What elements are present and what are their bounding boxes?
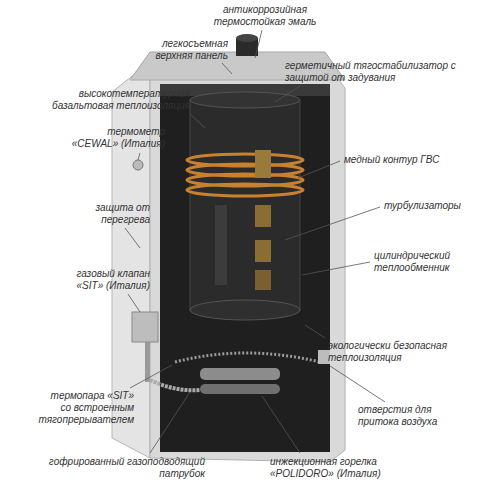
callout-label: отверстия для притока воздуха <box>358 404 453 428</box>
callout-label: герметичный тягостабилизатор с защитой о… <box>285 60 470 84</box>
callout-label: турбулизаторы <box>384 200 474 212</box>
callout-label: цилиндрический теплообменник <box>374 250 474 274</box>
chimney <box>236 34 258 56</box>
callout-label: антикоррозийная термостойкая эмаль <box>205 4 325 28</box>
callout-label: инжекционная горелка «POLIDORO» (Италия) <box>270 456 405 480</box>
boiler-body <box>112 52 345 462</box>
callout-label: газовый клапан «SIT» (Италия) <box>52 268 150 292</box>
callout-label: экологически безопасная теплоизоляция <box>328 340 478 364</box>
heat-exchanger <box>187 92 303 320</box>
callout-label: медный контур ГВС <box>344 154 464 166</box>
callout-label: термопара «SIT» со встроенным тягопрерыв… <box>38 390 134 426</box>
burner <box>175 350 330 394</box>
callout-label: высокотемпературная базальтовая теплоизо… <box>40 88 190 112</box>
callout-label: гофрированный газоподводящий патрубок <box>40 456 205 480</box>
callout-label: термометр «CEWAL» (Италия) <box>60 126 165 150</box>
callout-label: легкосъемная верхняя панель <box>140 38 228 62</box>
callout-label: защита от перегрева <box>70 202 150 226</box>
